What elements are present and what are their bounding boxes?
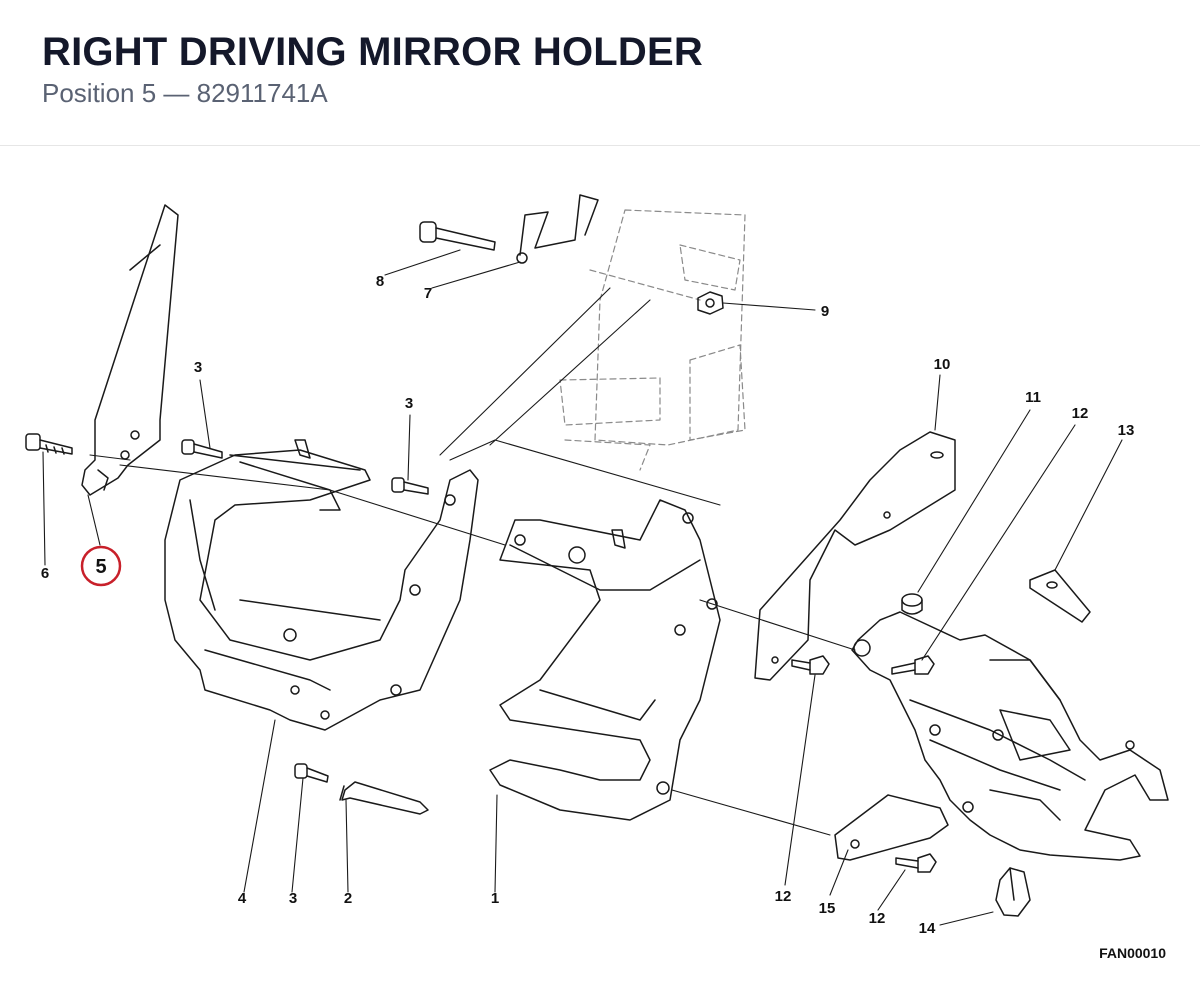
part-right-frame	[851, 611, 1169, 861]
callout-4: 4	[238, 890, 247, 907]
ghost-fork-assembly	[559, 209, 746, 471]
part-screw-12-mid	[891, 655, 935, 675]
part-side-bracket	[754, 431, 956, 681]
highlight-ring	[80, 545, 122, 587]
drawing-code: FAN00010	[1099, 945, 1166, 961]
part-pad	[1029, 569, 1091, 623]
callout-13: 13	[1118, 422, 1135, 439]
callout-9: 9	[821, 303, 829, 320]
callout-6: 6	[41, 565, 49, 582]
callout-15: 15	[819, 900, 836, 917]
part-screw-3-top-left	[181, 439, 223, 459]
callout-5: 5	[95, 556, 106, 578]
callout-1: 1	[491, 890, 499, 907]
part-screw-12-low-center	[791, 655, 830, 675]
page-subtitle: Position 5 — 82911741A	[42, 78, 328, 108]
callout-14: 14	[919, 920, 936, 937]
part-spring-7	[516, 194, 599, 264]
part-clip-14	[995, 867, 1031, 917]
part-bolt-8	[419, 221, 496, 251]
part-screw-12-bottom	[895, 853, 937, 873]
callout-8: 8	[376, 273, 384, 290]
part-screw-3-bottom	[294, 763, 329, 783]
part-nut-9	[697, 291, 724, 315]
callout-7: 7	[424, 285, 432, 302]
callout-leader-lines	[42, 249, 1123, 926]
part-clip	[339, 781, 429, 815]
part-screw-3-top-right	[391, 477, 429, 495]
part-screw-6	[25, 433, 73, 455]
part-grommet	[901, 593, 923, 615]
part-center-frame	[489, 499, 721, 821]
callout-3-top-right: 3	[405, 395, 413, 412]
header: RIGHT DRIVING MIRROR HOLDER Position 5 —…	[0, 0, 1200, 146]
part-left-frame	[164, 439, 479, 731]
part-mirror-holder-plate	[81, 204, 179, 496]
callout-12-top: 12	[1072, 405, 1089, 422]
callout-12-bottom: 12	[869, 910, 886, 927]
callout-11: 11	[1025, 389, 1041, 406]
callout-labels: 1 2 3 3 3 4 5 6 7 8 9 10 11 12 12 12 13 …	[41, 273, 1135, 937]
page-title: RIGHT DRIVING MIRROR HOLDER	[42, 30, 703, 74]
callout-12-center: 12	[775, 888, 792, 905]
callout-3-bottom: 3	[289, 890, 297, 907]
part-plate-15	[834, 794, 949, 861]
callout-3-top-left: 3	[194, 359, 202, 376]
callout-2: 2	[344, 890, 352, 907]
callout-10: 10	[934, 356, 951, 373]
